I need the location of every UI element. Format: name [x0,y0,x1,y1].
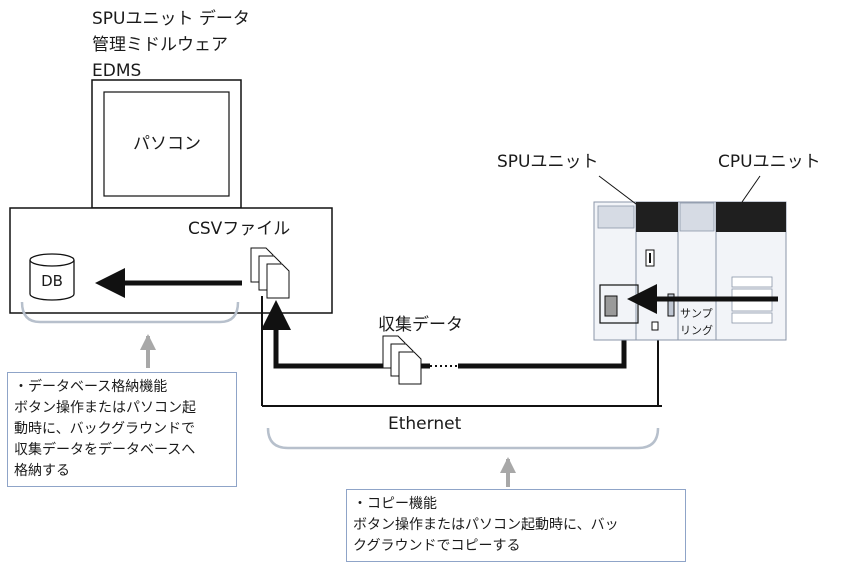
ethernet-label: Ethernet [388,414,462,434]
spu-card-slot [604,295,618,317]
cpu-unit-label: CPUユニット [718,152,821,172]
note-copy: ・コピー機能 ボタン操作またはパソコン起動時に、バッ クグラウンドでコピーする [346,489,686,562]
note-database-storage: ・データベース格納機能 ボタン操作またはパソコン起 動時に、バックグラウンドで … [7,372,237,487]
collected-data-file-icon [382,335,422,385]
pc-monitor: パソコン [91,79,242,209]
pc-header-line-3: EDMS [92,61,141,81]
monitor-label: パソコン [133,134,201,154]
note-database-line-2: ボタン操作またはパソコン起 [14,400,196,416]
csv-label: CSVファイル [188,219,290,239]
collected-data-label: 収集データ [378,314,463,335]
pc-header-line-2: 管理ミドルウェア [92,35,228,55]
db-label: DB [41,272,63,290]
note-database-line-5: 格納する [14,463,70,479]
note-copy-line-3: クグラウンドでコピーする [353,538,521,554]
db-icon: DB [29,253,75,301]
brace-database-storage [20,301,240,324]
cpu-unit-top [716,202,786,232]
note-database-line-4: 収集データをデータベースへ [14,442,196,458]
brace-copy [266,427,660,450]
pc-header-line-1: SPUユニット データ [92,8,250,29]
csv-file-icon [250,247,290,299]
cpu-leader-line [741,175,761,203]
note-copy-line-1: ・コピー機能 [353,496,437,512]
spu-unit-top [636,202,678,232]
sampling-label-1: サンプ [680,307,713,320]
sampling-label-2: リング [680,323,713,337]
spu-leader-line [598,175,637,205]
plc-rack: サンプ リング [593,201,787,341]
note-copy-line-2: ボタン操作またはパソコン起動時に、バッ [353,517,619,533]
spu-unit-label: SPUユニット [497,152,599,172]
note-database-line-3: 動時に、バックグラウンドで [14,421,196,437]
note-database-line-1: ・データベース格納機能 [14,379,168,395]
